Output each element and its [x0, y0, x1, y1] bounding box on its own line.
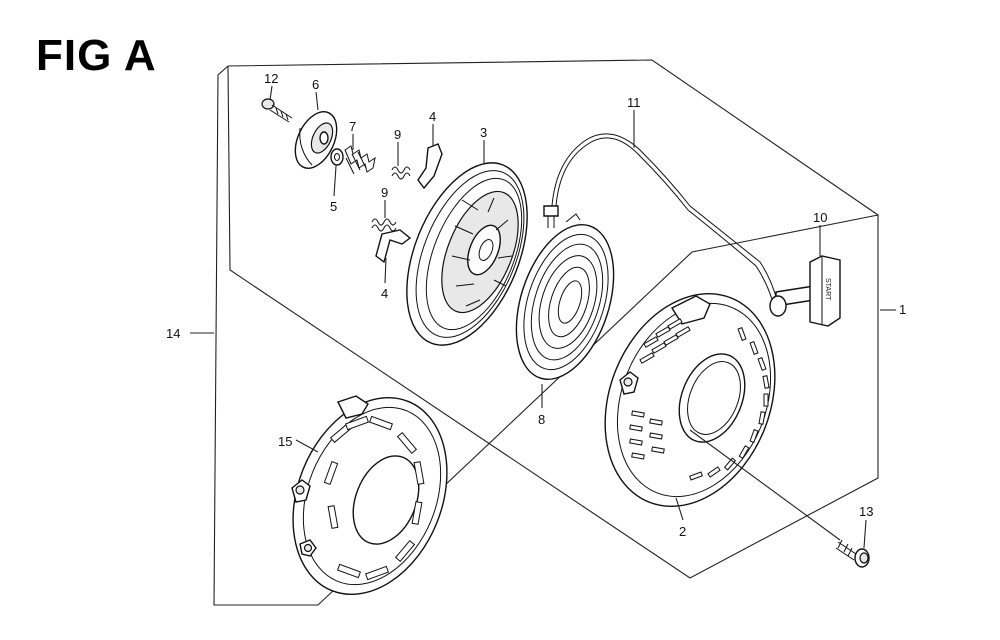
flange-bolt-part-13 — [835, 539, 870, 568]
figure-title: FIG A — [36, 31, 157, 80]
starter-grip-part-10: START — [769, 255, 841, 327]
starter-reel-part-3 — [406, 162, 528, 346]
callout-4-upper: 4 — [429, 109, 436, 124]
callout-2: 2 — [679, 524, 686, 539]
callout-13: 13 — [859, 504, 873, 519]
callout-15: 15 — [278, 434, 292, 449]
ratchet-pawl-part-4-upper — [417, 143, 443, 190]
leader-lines — [190, 85, 896, 549]
callout-7: 7 — [349, 119, 356, 134]
callout-6: 6 — [312, 77, 319, 92]
callout-10: 10 — [813, 210, 827, 225]
starter-case-part-2 — [604, 292, 776, 508]
starter-rope-part-11 — [543, 133, 779, 307]
ratchet-cap-part-6 — [294, 111, 338, 169]
small-spring-part-9-upper — [391, 166, 411, 180]
washer-part-5 — [330, 148, 344, 166]
small-spring-part-9-lower — [371, 218, 397, 232]
callout-9-upper: 9 — [394, 127, 401, 142]
bolt-part-12 — [261, 98, 293, 123]
callout-12: 12 — [264, 71, 278, 86]
callout-5: 5 — [330, 199, 337, 214]
spring-part-7 — [344, 145, 376, 175]
case-vent-slots — [629, 318, 770, 481]
callout-14: 14 — [166, 326, 180, 341]
recoil-spring-part-8 — [515, 213, 615, 380]
assembly-boundary-14 — [213, 65, 879, 606]
assembly-boundary-1 — [227, 59, 879, 216]
callout-9-lower: 9 — [381, 185, 388, 200]
callout-8: 8 — [538, 412, 545, 427]
callout-4-lower: 4 — [381, 286, 388, 301]
callout-3: 3 — [480, 125, 487, 140]
starter-cover-part-15 — [291, 395, 448, 596]
ratchet-pawl-part-4-lower — [375, 229, 412, 264]
cover-spoke-slots — [323, 415, 425, 581]
callout-labels: 12 6 7 5 9 4 3 9 4 11 10 1 8 2 13 14 15 — [166, 71, 906, 539]
grip-label: START — [824, 278, 831, 301]
callout-11: 11 — [627, 95, 641, 110]
callout-1: 1 — [899, 302, 906, 317]
